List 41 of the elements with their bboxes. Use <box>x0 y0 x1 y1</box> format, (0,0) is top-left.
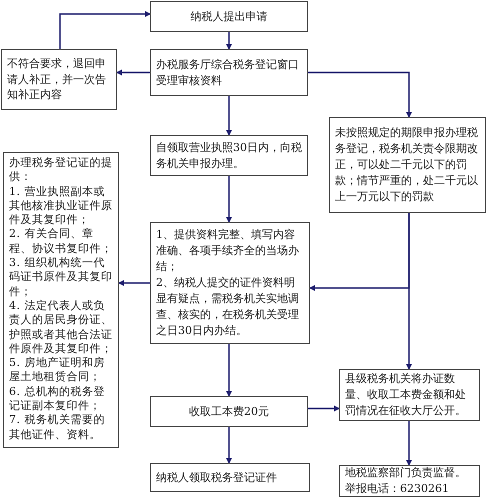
arrow <box>308 72 412 118</box>
arrow <box>59 11 151 49</box>
box-text: 办理税务登记证的提供： <box>9 156 113 185</box>
box-text: 2. 有关合同、章程、协议书复印件； <box>9 227 113 256</box>
box-text: 不符合要求，退回申请人补正，并一次告知补正内容 <box>7 56 107 104</box>
box-text: 纳税人领取税务登记证件 <box>156 470 278 486</box>
box-text: 自领取营业执照30日内，向税务机关申报办理。 <box>156 140 302 172</box>
arrow <box>406 421 412 466</box>
process-box <box>150 463 310 492</box>
process-box <box>150 222 310 344</box>
box-text: 办税服务厅综合税务登记窗口受理审核资料 <box>156 56 300 88</box>
box-text: 1. 营业执照副本或其他核准执业证件原件及其复印件； <box>9 184 113 228</box>
box-text: 未按照规定的期限申报办理税务登记，税务机关责令限期改正，可以处二千元以下的罚款；情节严重的，处二千元以上一万元以下的罚款 <box>335 125 479 205</box>
arrow <box>406 213 412 370</box>
arrow <box>226 96 232 136</box>
box-text: 纳税人提出申请 <box>190 8 268 24</box>
arrow <box>226 427 232 464</box>
box-text: 5. 房地产证明和房屋土地租赁合同； <box>9 356 106 385</box>
process-box <box>3 152 119 448</box>
box-text: 地税监察部门负责监督。举报电话：6230261 <box>345 465 467 497</box>
process-box <box>150 396 308 427</box>
arrow <box>308 406 340 412</box>
box-text: 2、纳税人提交的证件资料明显有疑点，需税务机关实地调查、核实的，在税务机关受理之日30日内办结。 <box>156 275 300 339</box>
arrow <box>116 70 150 76</box>
arrow <box>226 176 232 223</box>
process-box <box>150 135 308 176</box>
arrow <box>226 32 232 50</box>
process-box <box>339 369 480 421</box>
box-text: 4. 法定代表人或负责人的居民身份证、护照或者其他合法证件原件及其复印件； <box>9 298 113 356</box>
box-text: 1、提供资料完整、填写内容准确、各项手续齐全的当场办结； <box>156 227 300 276</box>
arrow <box>226 344 232 397</box>
box-text: 6. 总机构的税务登记证副本复印件； <box>9 384 106 414</box>
process-box <box>1 49 117 110</box>
process-box <box>329 117 486 213</box>
box-text: 7. 税务机关需要的其他证件、资料。 <box>9 413 106 442</box>
arrow <box>118 280 150 286</box>
process-box <box>150 1 308 32</box>
box-text: 收取工本费20元 <box>189 404 269 420</box>
box-text: 3. 组织机构统一代码证书原件及其复印件； <box>9 256 113 299</box>
process-box <box>150 49 308 96</box>
box-text: 县级税务机关将办证数量、收取工本费金额和处罚情况在征收大厅公开。 <box>345 371 467 419</box>
